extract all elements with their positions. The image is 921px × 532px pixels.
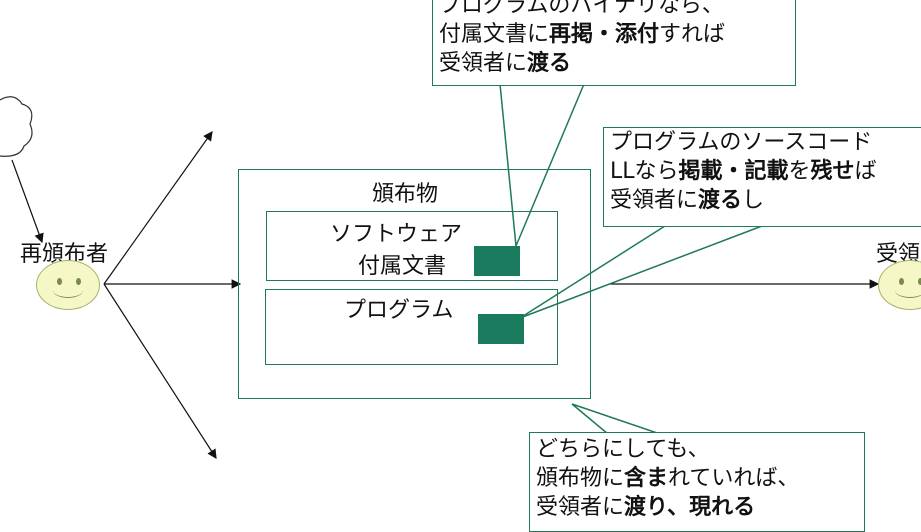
callout-right-line3: 受領者に渡るし [610,188,765,213]
callout-bottom-line3: 受領者に渡り、現れる [536,495,756,520]
callout-top-line2: 付属文書に再掲・添付すれば [439,22,726,47]
distribution-box [238,169,591,399]
cloud-to-redistributor-arrow [11,159,44,244]
program-label: プログラム [344,298,454,323]
callout-source-note: プログラムのソースコード LLなら掲載・記載を残せば 受領者に渡るし [603,127,921,227]
redistributor-avatar [36,260,100,310]
callout-binary-note: プログラムのバイナリなら、 付属文書に再掲・添付すれば 受領者に渡る [432,0,796,86]
software-docs-box [266,211,558,281]
software-docs-label-line1: ソフトウェア [330,222,463,247]
callout-top-line1: プログラムのバイナリなら、 [439,0,724,18]
source-doc-icon [478,314,524,344]
callout-top-line3: 受領者に渡る [439,51,572,76]
callout-bottom-line2: 頒布物に含まれていれば、 [536,466,800,491]
recipient-avatar [878,260,921,310]
callout-summary-note: どちらにしても、 頒布物に含まれていれば、 受領者に渡り、現れる [529,432,865,532]
callout-bottom-pointer [571,403,661,435]
binary-doc-icon [474,246,520,276]
cloud-shape [0,96,33,157]
software-docs-label-line2: 付属文書 [358,254,447,279]
distribution-title: 頒布物 [372,182,439,207]
arrow-down [103,283,217,460]
callout-right-line1: プログラムのソースコード [610,130,873,155]
callout-bottom-line1: どちらにしても、 [536,437,710,462]
callout-right-line2: LLなら掲載・記載を残せば [610,159,877,184]
program-box [265,289,558,365]
arrow-up [103,131,213,285]
